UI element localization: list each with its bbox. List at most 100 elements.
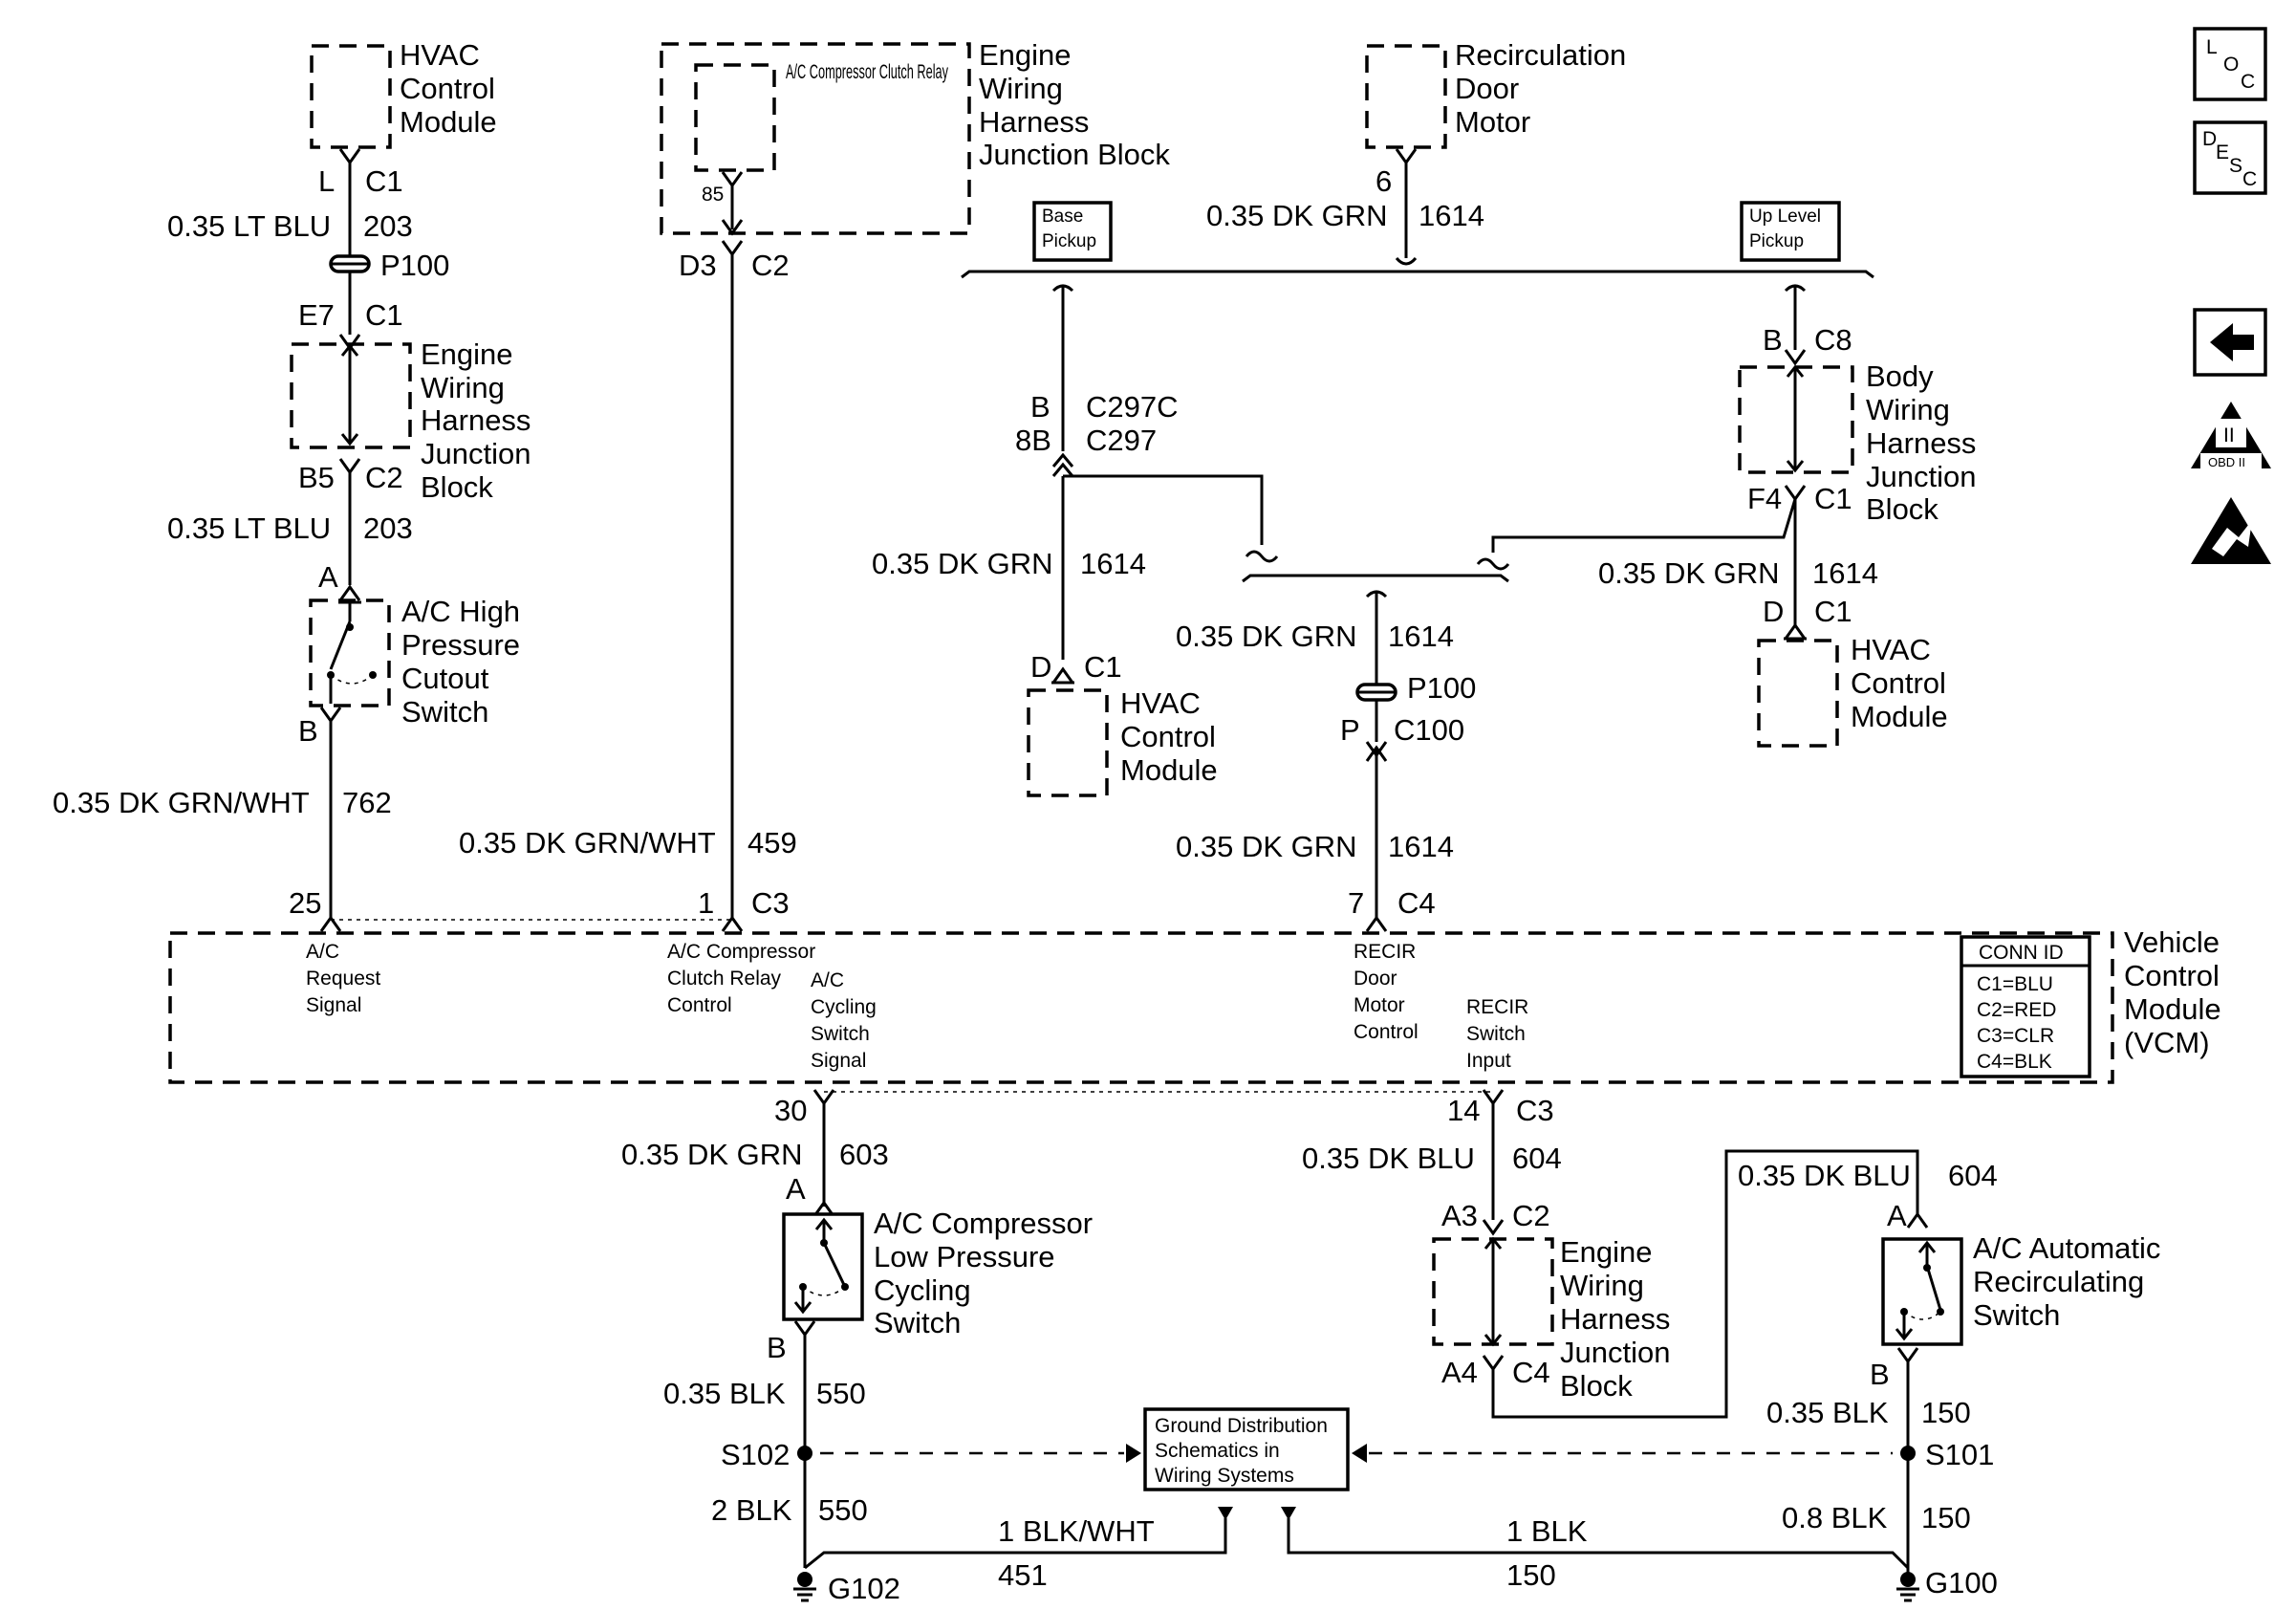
wire-550-circuit: 550	[818, 1493, 868, 1527]
ewhjb-top-label-1: Engine	[979, 38, 1072, 72]
back-arrow-icon[interactable]	[2193, 308, 2267, 377]
ewhjb-left-label-4: Junction	[421, 437, 531, 470]
vcm-signal-ac-request-1: A/C	[306, 941, 339, 963]
description-icon[interactable]: D E S C	[2193, 120, 2267, 195]
wire-603-color: 0.35 DK GRN	[621, 1138, 803, 1171]
connector-label: C1	[365, 298, 403, 332]
arrow-up	[1484, 1236, 1503, 1250]
connector-terminal	[1395, 148, 1418, 165]
splice-s102	[797, 1446, 812, 1461]
pin-label: E7	[298, 298, 335, 332]
wire-150-circuit: 150	[1921, 1396, 1971, 1429]
wire-550-circuit: 550	[816, 1377, 866, 1410]
switch-linkage	[330, 674, 374, 685]
wire-550-color: 0.35 BLK	[663, 1377, 786, 1410]
wire-604	[1491, 1149, 1919, 1419]
connector-terminal	[338, 148, 361, 165]
hvac-right-label-3: Module	[1851, 700, 1948, 733]
pin-label: A	[318, 560, 338, 594]
switch-contact	[329, 620, 352, 670]
wire-604-color: 0.35 DK BLU	[1302, 1142, 1475, 1175]
wire-150	[1287, 1518, 1910, 1570]
ground-distribution-label-3: Wiring Systems	[1155, 1465, 1294, 1487]
vcm-signal-recir-motor-3: Motor	[1354, 994, 1405, 1016]
ac-high-pressure-switch-box	[309, 598, 391, 707]
connector-terminal	[721, 240, 744, 257]
wire-451-color: 1 BLK/WHT	[998, 1514, 1155, 1548]
ewhjb-left-label-2: Wiring	[421, 371, 505, 404]
obd-icon-numeral: II	[2223, 424, 2235, 446]
lp-switch-label-1: A/C Compressor	[874, 1207, 1093, 1240]
pin-label: B	[767, 1331, 787, 1364]
arrow-up	[340, 343, 359, 357]
auto-recirc-label-2: Recirculating	[1973, 1265, 2144, 1298]
bwhjb-label-5: Block	[1866, 492, 1939, 526]
connector-label: C1	[1814, 595, 1852, 628]
arrow-down	[793, 1301, 812, 1315]
vehicle-control-module-box	[168, 931, 2114, 1084]
ground-node	[1900, 1572, 1916, 1587]
switch-contact	[1925, 1265, 1942, 1311]
connector-terminal	[338, 584, 361, 601]
wire-203-circuit: 203	[363, 511, 413, 545]
junction-bracket	[1242, 574, 1509, 583]
hvac-module-top-left-label-2: Control	[400, 72, 495, 105]
wire-203-color: 0.35 LT BLU	[167, 209, 331, 243]
connector-terminal	[1906, 1211, 1929, 1229]
wire-203-circuit: 203	[363, 209, 413, 243]
wire-1614-left-color: 0.35 DK GRN	[872, 547, 1053, 580]
wire-1614-right-circuit: 1614	[1812, 556, 1878, 590]
wire-603-circuit: 603	[839, 1138, 889, 1171]
pin-label: 30	[774, 1094, 807, 1127]
description-icon-letter: E	[2216, 141, 2229, 163]
wire-459-color: 0.35 DK GRN/WHT	[459, 826, 716, 859]
wire-762-circuit: 762	[342, 786, 392, 819]
ground-label: G100	[1925, 1566, 1998, 1599]
wire-1614-left-circuit: 1614	[1080, 547, 1146, 580]
arrow-up	[814, 1217, 834, 1230]
splice-s101	[1900, 1446, 1916, 1461]
pin-label: A	[1887, 1199, 1907, 1232]
vcm-signal-ac-request-2: Request	[306, 968, 380, 990]
ewhjb-left-label-1: Engine	[421, 337, 513, 371]
wire-1614-center-circuit: 1614	[1388, 620, 1454, 653]
ewhjb-bottom-label-2: Wiring	[1560, 1269, 1644, 1302]
ground-distribution-box[interactable]	[1143, 1407, 1350, 1491]
bwhjb-label-2: Wiring	[1866, 393, 1950, 426]
wire-1614-circuit: 1614	[1419, 199, 1484, 232]
location-icon[interactable]: L O C	[2193, 27, 2267, 101]
ewhjb-bottom-label-1: Engine	[1560, 1235, 1653, 1269]
wire-150-color: 0.8 BLK	[1782, 1501, 1888, 1534]
option-bracket	[961, 270, 1874, 279]
conn-id-row: C2=RED	[1977, 999, 2056, 1021]
ewhjb-bottom-label-3: Harness	[1560, 1302, 1670, 1336]
hvac-control-module-top-left-box	[310, 44, 392, 149]
recirc-motor-label-2: Door	[1455, 72, 1519, 105]
wire-150-color: 0.35 BLK	[1766, 1396, 1889, 1429]
vcm-signal-recir-motor-4: Control	[1354, 1021, 1419, 1043]
vcm-signal-relay-2: Clutch Relay	[667, 968, 782, 990]
connector-label: C3	[751, 886, 790, 920]
pin-label: D	[1030, 650, 1051, 684]
connector-terminal	[1365, 915, 1388, 932]
pin-label: B	[1763, 323, 1783, 357]
connector-label: C1	[365, 164, 403, 198]
arrow-down	[1218, 1507, 1233, 1520]
connector-label: C4	[1397, 886, 1436, 920]
connector-label: C2	[1512, 1199, 1550, 1232]
pin-label: B5	[298, 461, 335, 494]
bwhjb-label-1: Body	[1866, 359, 1934, 393]
pin-label: 1	[698, 886, 714, 920]
pin-label: L	[318, 164, 335, 198]
base-pickup-label-2: Pickup	[1042, 231, 1096, 251]
wire-604-circuit: 604	[1512, 1142, 1562, 1175]
location-icon-letter: L	[2206, 36, 2218, 58]
auto-recirc-label-1: A/C Automatic	[1973, 1231, 2160, 1265]
connector-label: C3	[1516, 1094, 1554, 1127]
connector-terminal	[721, 915, 744, 932]
pin-label: 8B	[1015, 424, 1051, 457]
connector-label: C2	[365, 461, 403, 494]
description-icon-letter: S	[2229, 155, 2242, 177]
hvac-control-module-right-box	[1757, 639, 1839, 748]
vcm-signal-cycling-2: Cycling	[811, 996, 877, 1018]
